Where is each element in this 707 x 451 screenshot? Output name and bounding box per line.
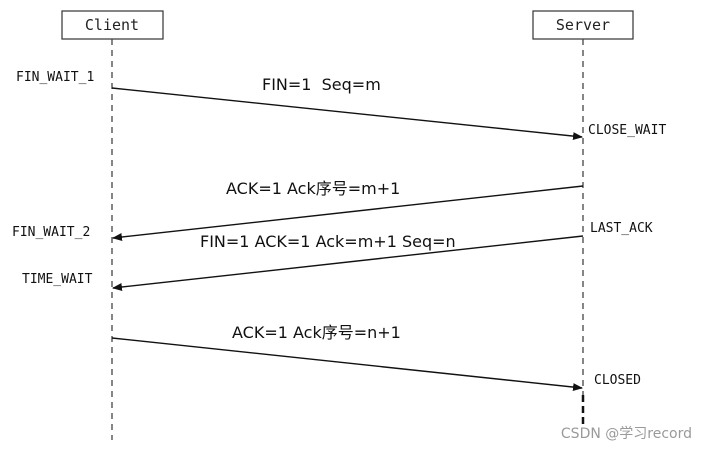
arrow-ack-server-to-client [112,185,584,241]
client-box: Client [61,10,164,40]
message-ack-1: ACK=1 Ack序号=m+1 [226,179,400,198]
arrow-fin-ack-server-to-client [112,235,584,291]
csdn-watermark: CSDN @学习record [561,426,692,442]
state-fin-wait-1: FIN_WAIT_1 [16,70,94,85]
message-fin: FIN=1 Seq=m [262,75,381,94]
state-close-wait: CLOSE_WAIT [588,123,666,138]
message-ack-2: ACK=1 Ack序号=n+1 [232,323,401,342]
server-label: Server [556,16,610,34]
arrow-fin-client-to-server [111,87,583,141]
state-time-wait: TIME_WAIT [22,272,93,287]
server-box: Server [532,10,634,40]
message-fin-ack: FIN=1 ACK=1 Ack=m+1 Seq=n [200,232,456,251]
state-closed: CLOSED [594,373,641,388]
client-label: Client [85,16,139,34]
state-last-ack: LAST_ACK [590,221,653,236]
arrow-ack-client-to-server [111,337,583,392]
state-fin-wait-2: FIN_WAIT_2 [12,225,90,240]
